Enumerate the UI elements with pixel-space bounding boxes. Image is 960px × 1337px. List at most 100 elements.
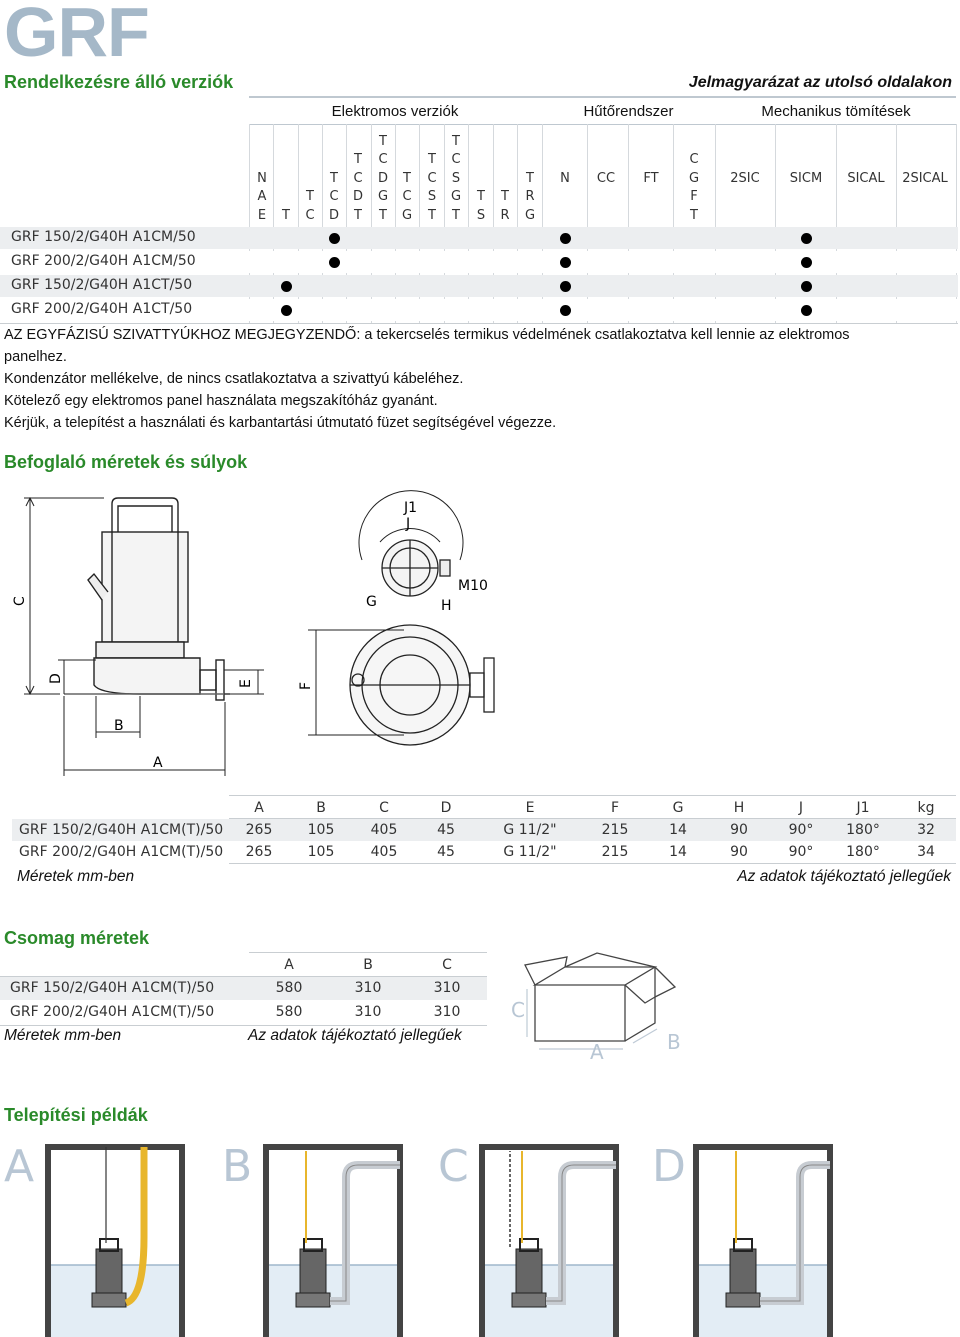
versions-title: Rendelkezésre álló verziók [4, 72, 234, 92]
dim-cell: 45 [437, 822, 455, 838]
col-header-label: 2SIC [730, 170, 760, 186]
col-header-char: T [428, 152, 436, 167]
col-separator [322, 124, 323, 323]
dim-header-C: C [379, 800, 389, 816]
version-dot [329, 257, 340, 268]
col-header: SICM [782, 125, 830, 225]
version-dot [560, 257, 571, 268]
label-D: D [48, 673, 64, 684]
versions-row-label: GRF 200/2/G40H A1CM/50 [11, 253, 196, 269]
dim-header-E: E [525, 800, 535, 816]
pkg-header-A: A [284, 957, 294, 973]
dim-row [12, 841, 956, 863]
dim-cell: 215 [601, 844, 629, 860]
col-separator [395, 124, 396, 323]
version-dot [801, 257, 812, 268]
pkg-cell: 310 [433, 1004, 461, 1020]
col-header-char: T [354, 207, 362, 223]
dim-header-D: D [440, 800, 452, 816]
col-header-char: T [501, 189, 509, 204]
install-example-B: B [222, 1141, 403, 1337]
pump-body [95, 1248, 123, 1294]
col-header-char: G [688, 170, 700, 186]
col-header-char: T [306, 189, 314, 204]
pipe-outline [760, 1164, 830, 1302]
col-separator [371, 124, 372, 323]
note-line: Kötelező egy elektromos panel használata… [4, 393, 438, 409]
install-letter: A [4, 1141, 34, 1192]
pkg-row [0, 977, 487, 1000]
dim-row-label: GRF 200/2/G40H A1CM(T)/50 [19, 844, 224, 860]
col-header-char: G [401, 207, 413, 223]
pipe-outline [546, 1164, 616, 1302]
col-header: 2SICAL [901, 125, 949, 225]
col-separator [673, 124, 674, 323]
box-drawing: C A B [511, 952, 681, 1064]
label-M10: M10 [458, 578, 488, 594]
col-header-char: D [352, 189, 363, 204]
version-dot [329, 233, 340, 244]
dim-header-J: J [798, 800, 804, 816]
dim-cell: 45 [437, 844, 455, 860]
col-header-char: C [451, 152, 461, 167]
col-header-char: C [305, 207, 315, 223]
col-header-char: R [500, 207, 510, 223]
pkg-cell: 310 [354, 1004, 382, 1020]
dim-cell: G 11/2" [503, 844, 557, 860]
versions-row-label: GRF 150/2/G40H A1CT/50 [11, 277, 193, 293]
col-separator [715, 124, 716, 323]
col-header: T [262, 125, 310, 225]
col-header: CC [582, 125, 630, 225]
versions-row: GRF 200/2/G40H A1CM/50 [0, 251, 958, 273]
col-separator [444, 124, 445, 323]
install-letter: C [438, 1141, 469, 1192]
label-J: J [405, 516, 410, 532]
col-header-char: A [257, 189, 267, 204]
col-header: N [541, 125, 589, 225]
dimensions-info-note: Az adatok tájékoztató jellegűek [737, 868, 951, 885]
note-line: AZ EGYFÁZISÚ SZIVATTYÚKHOZ MEGJEGYZENDŐ:… [4, 327, 850, 343]
version-dot [560, 281, 571, 292]
pump-body [515, 1248, 543, 1294]
pkg-cell: 580 [275, 1004, 303, 1020]
col-header-char: T [452, 207, 460, 223]
col-header-char: T [403, 170, 411, 186]
box-label-B: B [667, 1030, 681, 1054]
col-separator [628, 124, 629, 323]
dim-header-G: G [672, 800, 684, 816]
table-rule [0, 976, 487, 977]
dim-cell: 90 [730, 822, 748, 838]
pkg-cell: 310 [354, 980, 382, 996]
install-example-C: C [438, 1141, 619, 1337]
col-header-char: T [354, 152, 362, 167]
dim-cell: 34 [917, 844, 935, 860]
version-dot [801, 233, 812, 244]
header-top-rule [249, 96, 956, 98]
pkg-row-label: GRF 150/2/G40H A1CM(T)/50 [10, 980, 215, 996]
pump-base [295, 1292, 331, 1308]
dim-header-H: H [733, 800, 745, 816]
install-example-D: D [652, 1141, 833, 1337]
version-dot [801, 281, 812, 292]
label-E: E [238, 679, 254, 688]
dim-cell: 180° [846, 822, 880, 838]
col-header-char: R [525, 189, 535, 204]
col-header-char: T [452, 133, 460, 149]
col-separator [517, 124, 518, 323]
note-line: Kondenzátor mellékelve, de nincs csatlak… [4, 371, 464, 387]
col-header-label: FT [643, 170, 659, 186]
col-header-char: E [257, 207, 267, 223]
versions-notes: AZ EGYFÁZISÚ SZIVATTYÚKHOZ MEGJEGYZENDŐ:… [4, 324, 959, 434]
versions-row-label: GRF 200/2/G40H A1CT/50 [11, 301, 193, 317]
col-separator [836, 124, 837, 323]
package-unit-note: Méretek mm-ben [4, 1027, 122, 1044]
box-label-A: A [590, 1040, 604, 1064]
brand-title: GRF [4, 0, 150, 71]
col-header-char: D [328, 207, 339, 223]
